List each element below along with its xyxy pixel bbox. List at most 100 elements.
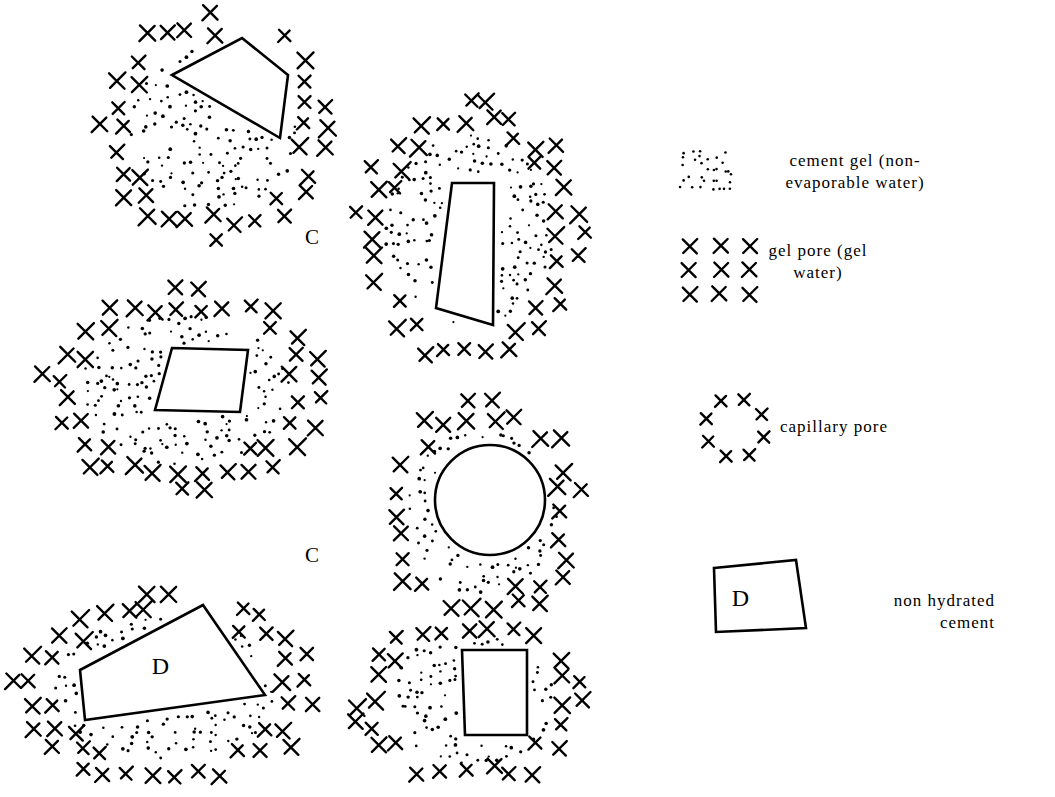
gel-dot [536, 203, 540, 207]
gel-dot [423, 517, 426, 520]
gel-dot [134, 438, 137, 441]
gel-dot [544, 688, 547, 691]
gel-dot [518, 567, 522, 571]
gel-dot [487, 139, 490, 142]
gel-pore-cross [292, 138, 309, 155]
gel-dot [146, 719, 149, 722]
gel-dot [540, 244, 543, 247]
gel-dot [285, 169, 289, 173]
gel-dot [146, 115, 148, 117]
gel-dot [542, 543, 545, 546]
gel-dot [550, 523, 553, 526]
gel-dot [526, 262, 529, 265]
gel-pore-cross [388, 653, 403, 668]
legend-gel-dot [730, 173, 733, 176]
gel-dot [190, 50, 193, 53]
gel-pore-cross [433, 765, 446, 778]
gel-dot [501, 274, 504, 277]
gel-dot [515, 282, 518, 285]
gel-pore-cross [554, 669, 569, 684]
gel-pore-cross [299, 185, 313, 199]
gel-pore-cross [414, 117, 430, 133]
gel-dot [401, 176, 404, 179]
gel-pore-cross [553, 298, 566, 311]
gel-pore-cross [270, 193, 282, 205]
gel-dot [194, 728, 196, 730]
gel-dot [479, 590, 483, 594]
gel-dot [524, 278, 528, 282]
gel-pore-cross [260, 627, 272, 639]
gel-dot [184, 747, 188, 751]
gel-dot [186, 715, 189, 718]
gel-pore-cross [502, 113, 515, 126]
gel-pore-cross [578, 226, 591, 239]
gel-dot [108, 342, 111, 345]
gel-dot [133, 105, 136, 108]
gel-pore-cross [394, 573, 411, 590]
gel-dot [237, 177, 240, 180]
gel-dot [245, 418, 249, 422]
gel-pore-cross [555, 718, 567, 730]
gel-dot [143, 348, 145, 350]
gel-pore-cross [297, 52, 313, 68]
gel-dot [447, 447, 450, 450]
gel-dot [233, 203, 235, 205]
gel-dot [507, 564, 510, 567]
gel-dot [532, 182, 535, 185]
gel-dot [443, 717, 447, 721]
gel-dot [415, 690, 419, 694]
gel-dot [165, 423, 168, 426]
gel-pore-cross [512, 595, 525, 608]
gel-dot [407, 240, 411, 244]
gel-dot [413, 731, 416, 734]
gel-dot [424, 160, 427, 163]
gel-dot [201, 100, 203, 102]
gel-dot [449, 735, 452, 738]
gel-pore-cross [550, 255, 563, 268]
gel-dot [200, 319, 202, 321]
gel-dot [472, 153, 474, 155]
gel-dot [242, 724, 245, 727]
gel-pore-cross [308, 421, 323, 436]
gel-dot [500, 280, 503, 283]
gel-dot [143, 157, 145, 159]
cement-grain [435, 445, 545, 555]
gel-dot [146, 160, 149, 163]
gel-dot [94, 404, 97, 407]
gel-dot [188, 327, 191, 330]
gel-pore-cross [458, 413, 474, 429]
gel-dot [209, 740, 212, 743]
gel-dot [517, 444, 520, 447]
gel-dot [529, 184, 533, 188]
gel-pore-cross [373, 648, 385, 660]
gel-pore-cross [478, 94, 494, 110]
gel-dot [201, 458, 204, 461]
gel-dot [175, 121, 178, 124]
gel-dot [289, 152, 292, 155]
grain-letter: D [152, 654, 169, 678]
gel-dot [271, 389, 273, 391]
legend-pore-cross [756, 409, 767, 420]
gel-dot [423, 649, 426, 652]
gel-pore-cross [292, 396, 304, 408]
gel-dot [512, 279, 515, 282]
gel-dot [257, 347, 259, 349]
gel-dot [287, 381, 290, 384]
gel-pore-cross [394, 526, 408, 540]
gel-dot [149, 447, 151, 449]
gel-dot [148, 331, 151, 334]
gel-dot [413, 705, 416, 708]
gel-dot [194, 100, 198, 104]
gel-dot [228, 139, 231, 142]
gel-dot [477, 144, 481, 148]
gel-dot [216, 334, 220, 338]
gel-dot [144, 619, 146, 621]
gel-dot [416, 654, 418, 656]
gel-pore-cross [548, 204, 563, 219]
gel-dot [74, 711, 77, 714]
gel-pore-cross [60, 390, 75, 405]
gel-dot [448, 546, 450, 548]
gel-dot [193, 140, 196, 143]
gel-dot [144, 375, 147, 378]
